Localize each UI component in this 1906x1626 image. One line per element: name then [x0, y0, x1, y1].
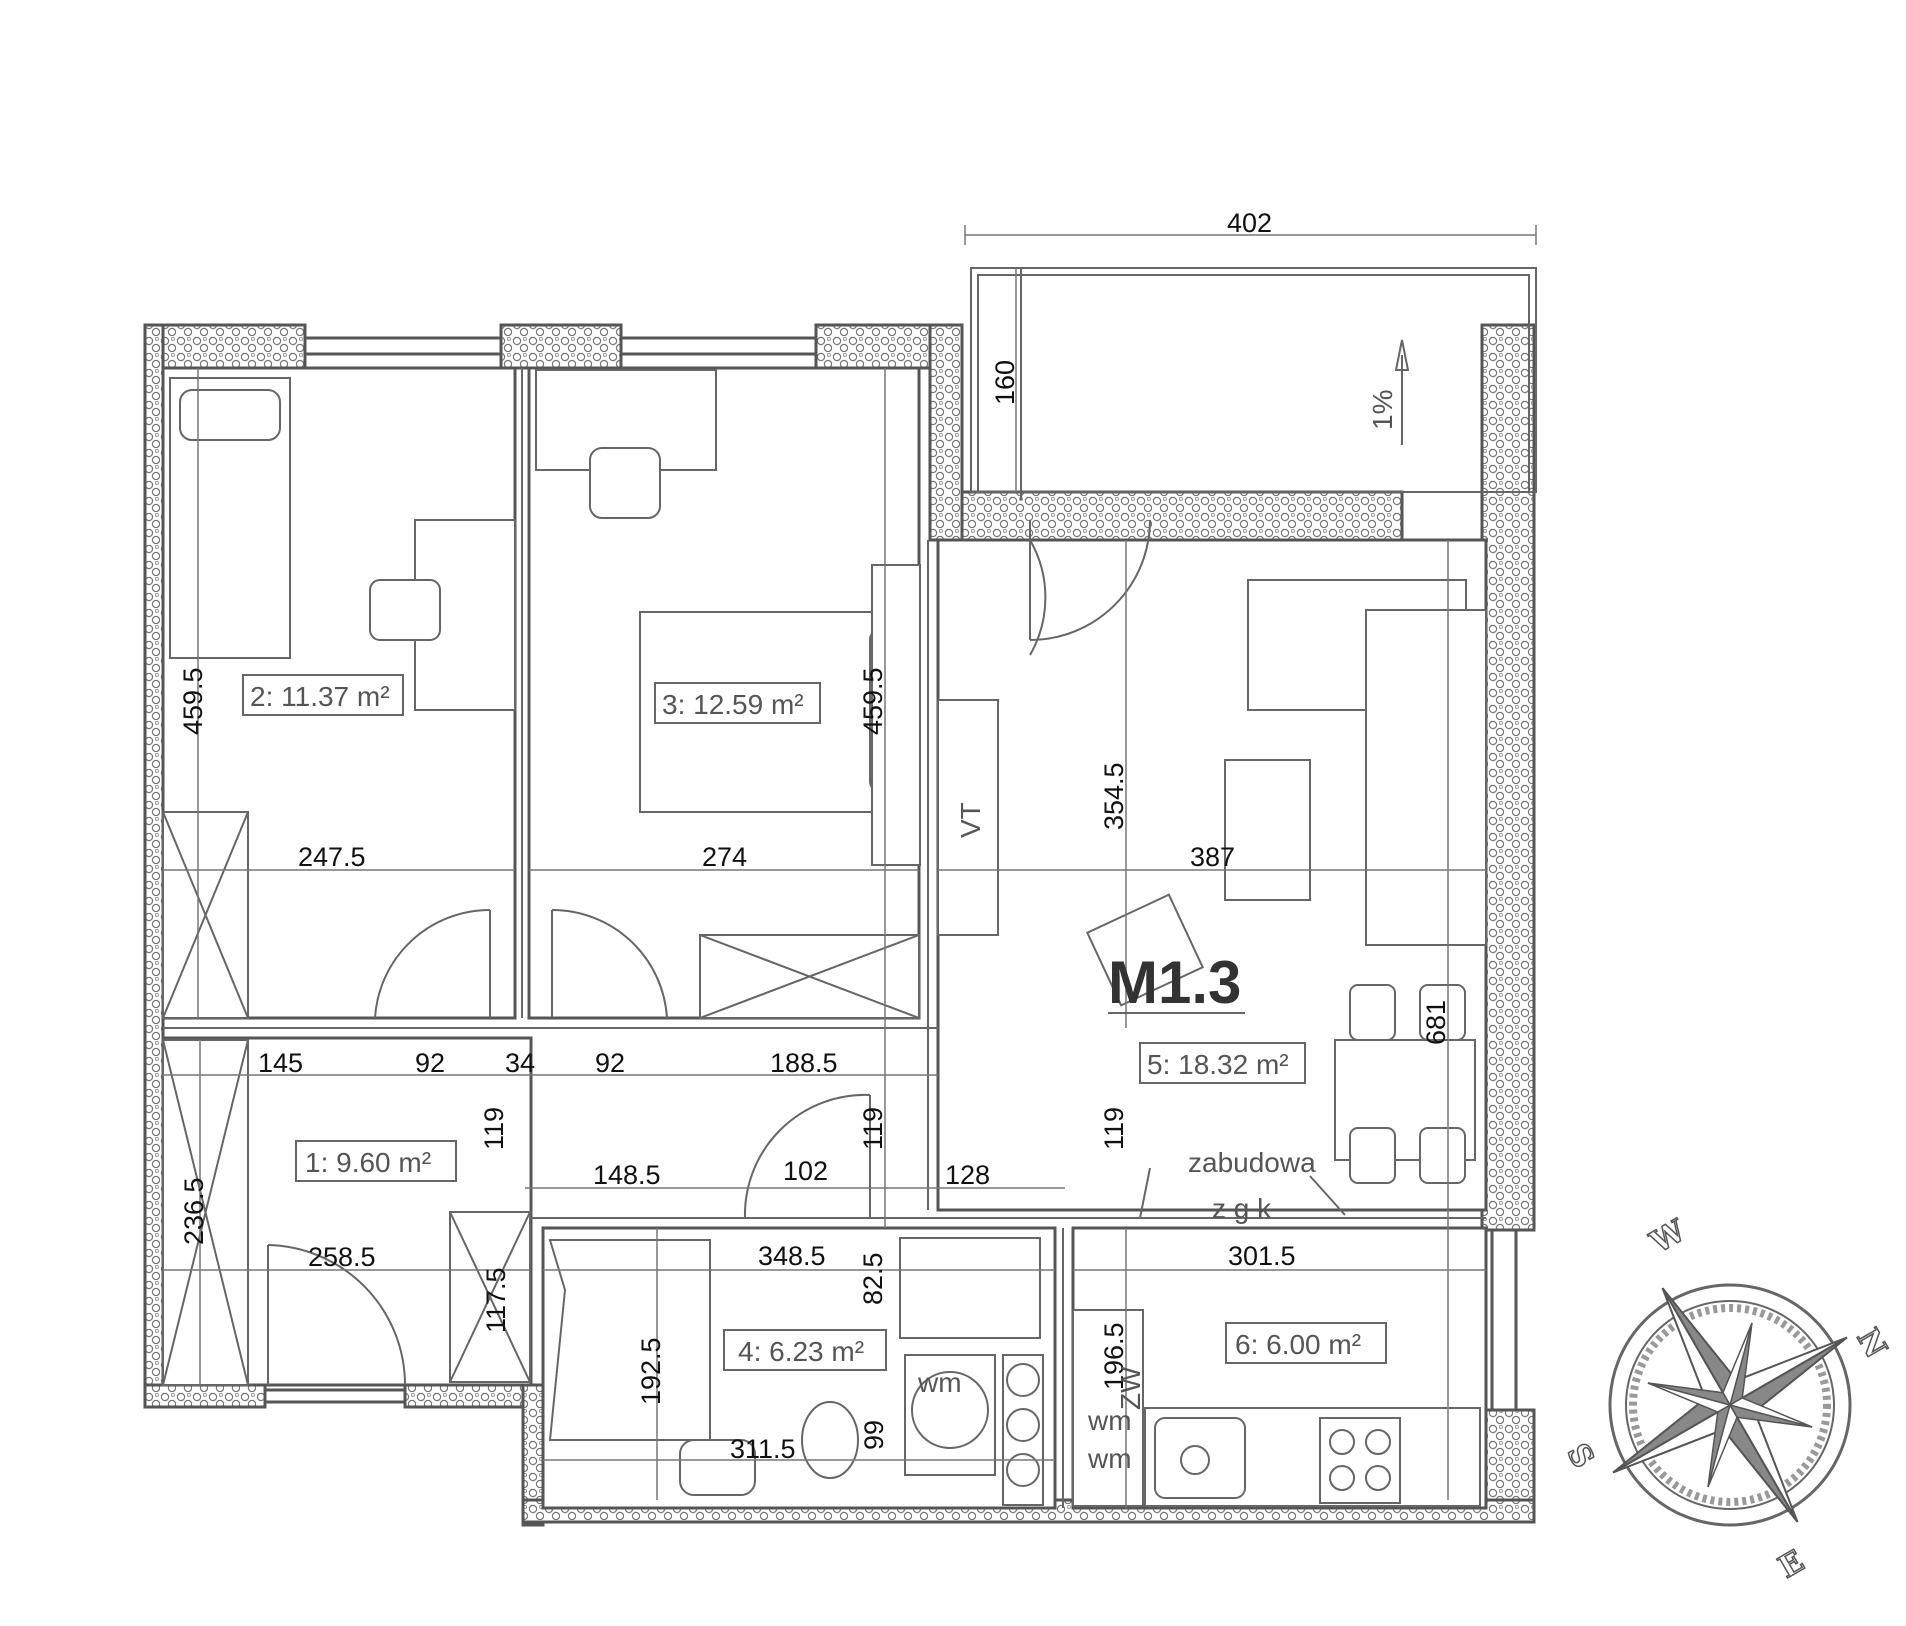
dim-room3-width: 274: [702, 842, 747, 872]
room-area-6: 6: 6.00 m²: [1235, 1329, 1361, 1360]
dim-bath-height: 192.5: [636, 1337, 666, 1405]
dim-hall-height: 236.5: [179, 1177, 209, 1245]
door-swings: [267, 519, 1151, 1386]
dim-closet-height: 117.5: [481, 1267, 511, 1333]
dim-bath-bottom-width: 311.5: [730, 1434, 796, 1464]
dim-bath-seg1: 148.5: [593, 1160, 661, 1190]
wm-label-3: wm: [1087, 1443, 1132, 1474]
room-areas: 2: 11.37 m² 3: 12.59 m² 1: 9.60 m² 5: 18…: [242, 674, 1387, 1371]
dim-room5-width: 387: [1190, 842, 1235, 872]
wm-label-2: wm: [1087, 1405, 1132, 1436]
room-area-3: 3: 12.59 m²: [662, 689, 804, 720]
room-area-4: 4: 6.23 m²: [738, 1336, 864, 1367]
dim-room2-height: 459.5: [178, 667, 208, 735]
dim-hall-h3: 119: [1099, 1107, 1129, 1150]
zw-label: ZW: [1115, 1366, 1146, 1410]
compass-s: S: [1559, 1438, 1600, 1474]
dim-room3-height: 459.5: [858, 667, 888, 735]
compass-n: N: [1849, 1323, 1893, 1364]
dim-balcony-depth: 160: [990, 360, 1020, 405]
misc-labels: M1.3 VT wm wm wm ZW zabudowa z g k: [917, 802, 1346, 1474]
dim-hall-width: 258.5: [308, 1242, 376, 1272]
unit-label: M1.3: [1108, 949, 1241, 1016]
dim-total-height: 681: [1421, 1000, 1451, 1045]
dim-kitchen-height: 196.5: [1099, 1322, 1129, 1390]
balcony: [970, 267, 1537, 500]
dim-kitchen-width: 301.5: [1228, 1241, 1296, 1271]
dim-balcony-width: 402: [1227, 208, 1272, 238]
dim-bath-width: 348.5: [758, 1241, 826, 1271]
room-area-5: 5: 18.32 m²: [1147, 1049, 1289, 1080]
room-area-2: 2: 11.37 m²: [250, 681, 390, 712]
wm-label-1: wm: [917, 1367, 962, 1398]
dim-hall-h2: 119: [858, 1107, 888, 1150]
dimension-labels: 402 160 1% 459.5 459.5 354.5 681 247.5 2…: [178, 208, 1451, 1464]
dim-hall-h1: 119: [479, 1107, 509, 1150]
dim-hall-seg4: 92: [595, 1048, 625, 1078]
zabudowa-label: zabudowa: [1188, 1147, 1316, 1178]
dim-room5-height: 354.5: [1099, 762, 1129, 830]
compass-rose: W N E S: [1559, 1212, 1895, 1586]
compass-w: W: [1644, 1213, 1693, 1261]
furniture: [162, 369, 1487, 1507]
balcony-slope: 1%: [1367, 390, 1398, 430]
dim-hall-seg3: 34: [505, 1048, 535, 1078]
dim-hall-seg1: 145: [258, 1048, 303, 1078]
dimension-lines: [163, 225, 1537, 1508]
room-area-1: 1: 9.60 m²: [305, 1147, 431, 1178]
zgk-label: z g k: [1212, 1193, 1272, 1224]
dim-bath-seg3: 128: [945, 1160, 990, 1190]
dim-hall-seg2: 92: [415, 1048, 445, 1078]
dim-room2-width: 247.5: [298, 842, 366, 872]
dim-hall-seg5: 188.5: [770, 1048, 838, 1078]
dim-bath-seg2: 102: [783, 1156, 828, 1186]
vt-label: VT: [955, 802, 986, 838]
dim-wc: 99: [859, 1420, 889, 1450]
compass-e: E: [1773, 1544, 1810, 1586]
dim-bath-wm-height: 82.5: [858, 1252, 888, 1305]
